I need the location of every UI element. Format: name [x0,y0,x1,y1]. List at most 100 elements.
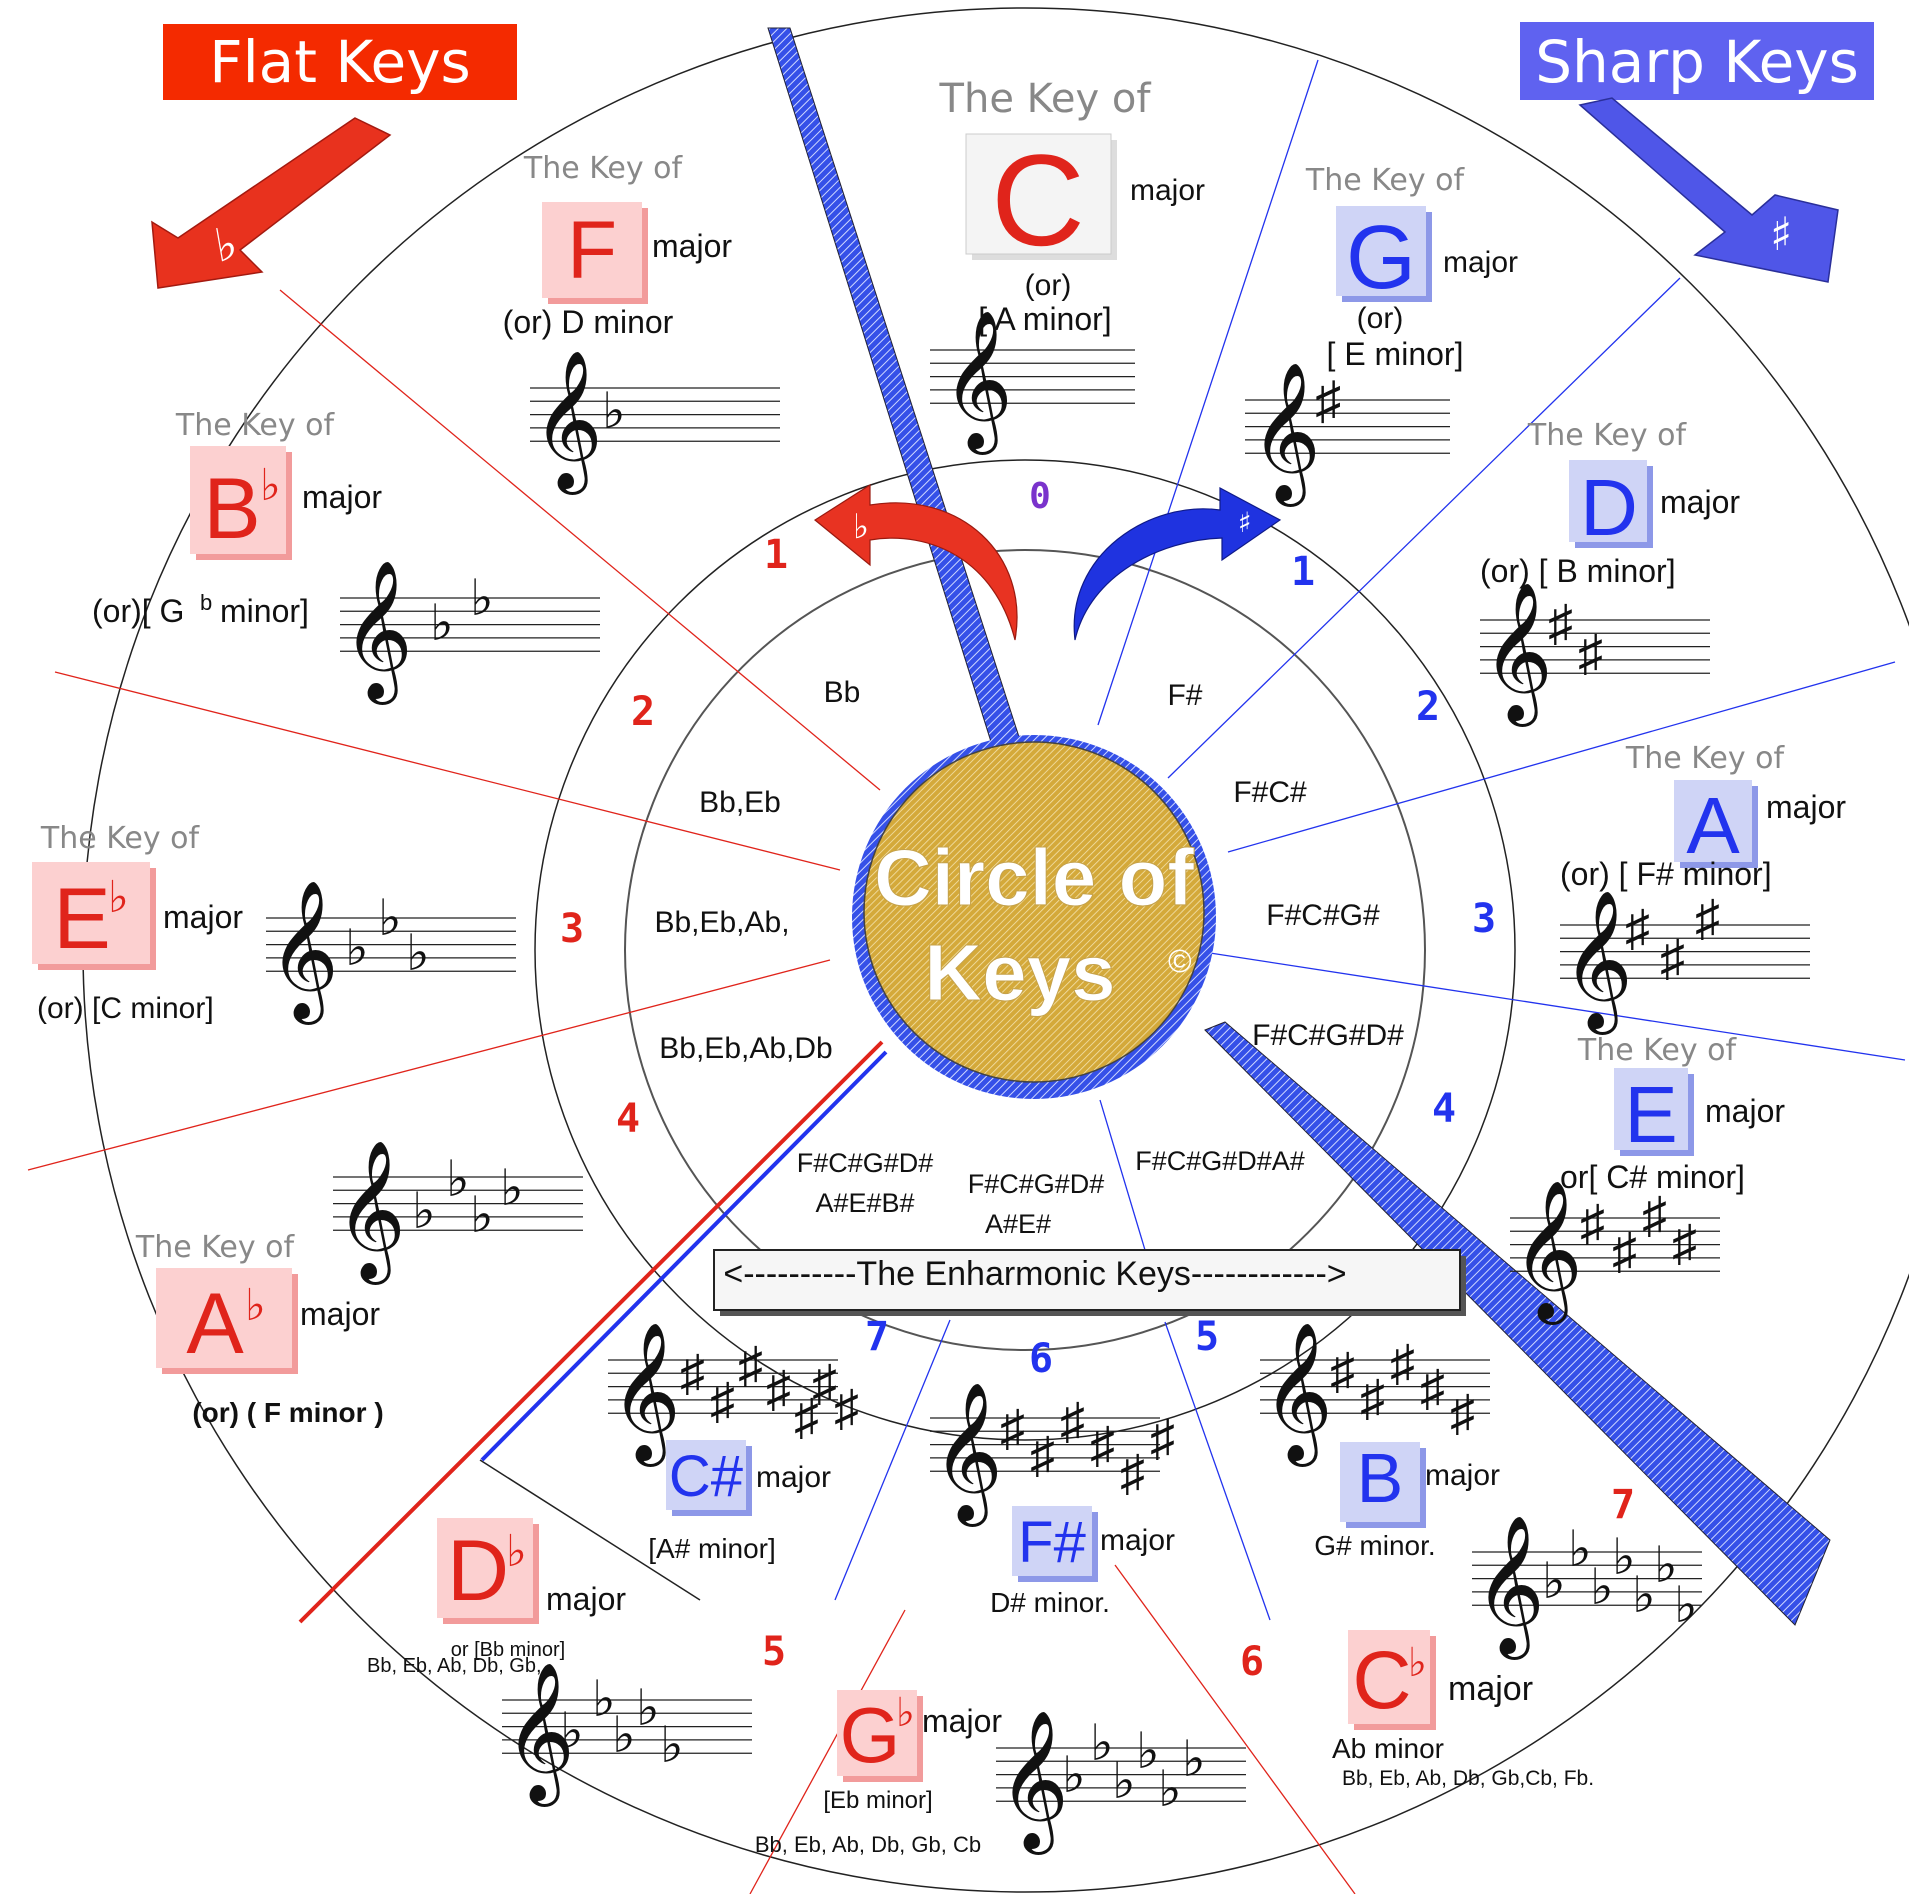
center-copyright: © [1168,943,1192,979]
svg-text:𝄞: 𝄞 [998,1712,1069,1855]
enh-list-6b: A#E# [985,1209,1051,1239]
key-ab-letter: A [186,1276,244,1372]
key-d-major: major [1660,484,1740,520]
svg-text:♭: ♭ [853,507,869,547]
key-c-clef: 𝄞 [942,310,1013,455]
svg-text:♯: ♯ [738,1337,763,1393]
svg-text:♯: ♯ [794,1389,819,1445]
key-c-or: (or) [1025,269,1072,302]
center-title-line2: Keys [924,928,1115,1017]
sharp-step-6: 6 [1029,1336,1053,1382]
key-cb-minor: Ab minor [1332,1733,1444,1764]
key-bb-letter: B [203,461,260,557]
key-g-block: The Key of G major (or) [ E minor] 𝄞 ♯ [1243,163,1518,507]
svg-text:𝄞: 𝄞 [1562,892,1633,1035]
key-c-letter: C [991,127,1085,273]
svg-text:♭: ♭ [1090,1714,1114,1772]
svg-text:𝄞: 𝄞 [932,1384,1003,1527]
svg-text:♯: ♯ [1548,595,1573,651]
key-bb-block: The Key of B ♭ major (or)[ G b minor] 𝄞 … [92,408,602,705]
svg-text:♭: ♭ [470,569,494,627]
key-f-major: major [652,228,732,264]
svg-text:♭: ♭ [446,1150,470,1208]
key-b-letter: B [1357,1439,1404,1517]
svg-text:♯: ♯ [1360,1370,1385,1426]
svg-text:𝄞: 𝄞 [1250,364,1321,507]
enh-list-7a: F#C#G#D# [797,1148,934,1178]
key-e-major: major [1705,1093,1785,1129]
svg-text:𝄞: 𝄞 [1512,1182,1583,1325]
sharp-list-2: F#C# [1233,776,1307,809]
key-fs-major: major [1100,1524,1175,1557]
sharp-long-line [480,1050,888,1462]
key-bb-keyof: The Key of [175,408,336,443]
key-eb-keyof: The Key of [40,821,201,856]
svg-text:♭: ♭ [470,1186,494,1244]
key-g-letter: G [1346,208,1416,308]
sharp-step-1: 1 [1291,549,1315,595]
svg-text:♭: ♭ [1612,1528,1636,1586]
svg-text:♯: ♯ [1660,930,1685,986]
flat-list-4: Bb,Eb,Ab,Db [659,1032,832,1065]
svg-text:♭: ♭ [1062,1746,1086,1804]
key-bb-minor-sup: b [200,590,212,615]
svg-text:𝄞: 𝄞 [335,1142,406,1285]
key-f-letter: F [567,205,617,296]
key-fs-letter: F# [1018,1510,1086,1575]
flat-list-1: Bb [824,676,861,709]
enharmonic-label: <----------The Enharmonic Keys----------… [723,1255,1346,1293]
key-f-block: The Key of F major (or) D minor 𝄞 ♭ [503,151,782,495]
svg-text:♯: ♯ [812,1355,837,1411]
center-disc [863,741,1205,1083]
key-gb-minor: [Eb minor] [823,1787,932,1814]
svg-text:♭: ♭ [1568,1520,1592,1578]
flat-keys-banner [163,24,517,100]
key-gb-notes: Bb, Eb, Ab, Db, Gb, Cb [755,1832,981,1857]
svg-text:♭: ♭ [1136,1722,1160,1780]
key-bb-minor-pre: (or)[ G [92,593,184,629]
svg-text:♯: ♯ [1090,1417,1115,1473]
key-g-major: major [1443,246,1518,279]
svg-text:𝄞: 𝄞 [1482,584,1553,727]
sharp-keys-banner [1520,22,1874,100]
key-ab-major: major [300,1296,380,1332]
svg-text:♯: ♯ [1390,1335,1415,1391]
inner-circle [624,549,1426,1351]
sharp-step-2: 2 [1416,684,1440,730]
svg-text:♭: ♭ [1112,1752,1136,1810]
key-d-keyof: The Key of [1527,418,1688,453]
flat-keys-banner-label: Flat Keys [209,28,471,96]
svg-text:𝄞: 𝄞 [1474,1517,1545,1660]
flat-step-2: 2 [631,689,655,735]
svg-text:♯: ♯ [1315,372,1341,430]
sharp-step-7: 7 [865,1314,889,1360]
key-c-keyof: The Key of [939,76,1152,122]
sharp-direction-arrow: ♯ [1578,97,1839,283]
sharp-dividers [834,59,1906,1621]
key-c-minor: [ A minor] [978,301,1111,337]
sharp-step-3: 3 [1472,896,1496,942]
key-f-minor: (or) D minor [503,304,674,340]
key-bb-major: major [302,479,382,515]
svg-text:♯: ♯ [1420,1360,1445,1416]
key-cb-block: 𝄞 ♭ ♭ ♭ ♭ ♭ ♭ ♭ C ♭ major Ab minor Bb, E… [1332,1517,1704,1790]
key-fs-minor: D# minor. [990,1587,1110,1618]
key-g-minor: [ E minor] [1327,336,1464,372]
key-a-keyof: The Key of [1625,741,1786,776]
key-a-major: major [1766,789,1846,825]
key-a-block: The Key of A major (or) [ F# minor] 𝄞 ♯ … [1558,741,1846,1035]
svg-text:♯: ♯ [1150,1410,1175,1466]
key-c-block: The Key of C major (or) [ A minor] 𝄞 [928,76,1205,455]
key-db-major: major [546,1581,626,1617]
key-cb-major: major [1448,1670,1533,1708]
svg-text:♭: ♭ [500,1159,524,1217]
key-cb-letter: C [1352,1635,1411,1726]
svg-text:♭: ♭ [660,1716,684,1774]
flat-step-1: 1 [764,532,788,578]
svg-text:𝄞: 𝄞 [342,562,413,705]
svg-text:♭: ♭ [378,889,402,947]
key-gb-block: G ♭ major [Eb minor] Bb, Eb, Ab, Db, Gb,… [755,1690,1248,1857]
key-d-letter: D [1580,463,1638,552]
svg-text:𝄞: 𝄞 [532,352,603,495]
